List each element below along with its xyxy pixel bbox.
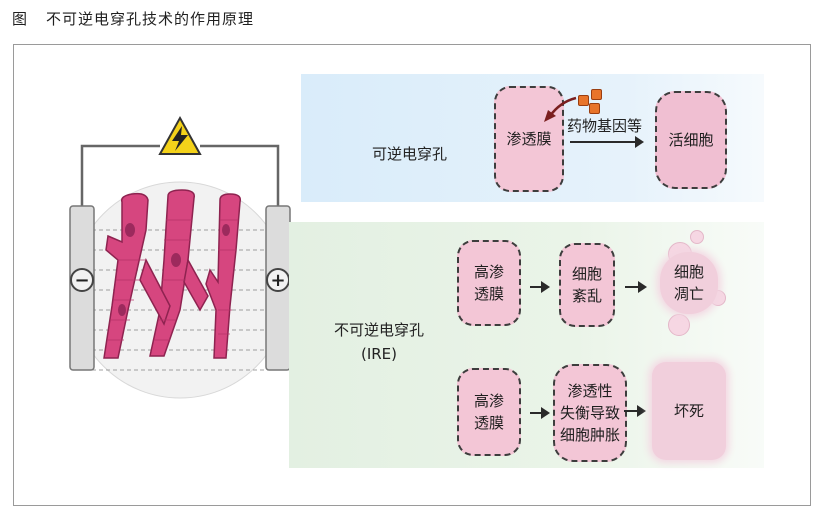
row2-step2-line2: 失衡导致 (559, 404, 620, 422)
row2-step2-line3: 细胞肿胀 (559, 426, 620, 444)
row1-step2-line2: 紊乱 (571, 287, 602, 305)
membrane-cell: 渗透膜 (494, 86, 564, 192)
muscle-nuclei (118, 223, 230, 316)
row1-apoptosis-cell: 细胞 凋亡 (660, 252, 718, 314)
row2-step1-line2: 透膜 (473, 414, 504, 432)
apoptosis-bubble (668, 314, 690, 336)
row2-permeable-membrane-cell: 高渗 透膜 (457, 368, 521, 456)
irreversible-label-line1: 不可逆电穿孔 (334, 321, 425, 339)
row1-step2-line1: 细胞 (571, 265, 602, 283)
negative-sign: − (74, 270, 89, 291)
lightning-warning-icon (158, 115, 202, 155)
figure-label: 图 (12, 10, 29, 28)
row1-arrow1 (530, 281, 550, 293)
positive-sign: + (270, 270, 285, 291)
drug-gene-label: 药物基因等 (567, 117, 643, 135)
irreversible-label-line2: (IRE) (360, 345, 398, 363)
figure-frame (13, 44, 811, 506)
row1-permeable-membrane-cell: 高渗 透膜 (457, 240, 521, 326)
row1-step1-line1: 高渗 (473, 263, 504, 281)
row2-arrow1 (530, 407, 550, 419)
row1-step3-line1: 细胞 (673, 263, 704, 281)
living-cell: 活细胞 (655, 91, 727, 189)
row2-step1-line1: 高渗 (473, 392, 504, 410)
irreversible-label: 不可逆电穿孔 (IRE) (334, 318, 424, 366)
figure-caption: 图不可逆电穿孔技术的作用原理 (12, 8, 254, 29)
reversible-arrow (570, 136, 644, 148)
row1-step3-line2: 凋亡 (673, 285, 704, 303)
wire-left (80, 144, 160, 206)
apoptosis-bubble (690, 230, 704, 244)
reversible-label: 可逆电穿孔 (372, 145, 448, 163)
muscle-striations (108, 219, 238, 341)
row2-swelling-cell: 渗透性 失衡导致 细胞肿胀 (553, 364, 627, 462)
row1-disorder-cell: 细胞 紊乱 (559, 243, 615, 327)
figure-title: 不可逆电穿孔技术的作用原理 (46, 10, 255, 28)
row2-step2-line1: 渗透性 (567, 382, 613, 400)
muscle-fibers (103, 189, 242, 359)
row1-arrow2 (625, 281, 647, 293)
wire-right (200, 144, 280, 206)
row1-step1-line2: 透膜 (473, 285, 504, 303)
electroporation-illustration: − + (69, 115, 291, 399)
row2-necrosis-cell: 坏死 (652, 362, 726, 460)
drug-entry-arrow (544, 96, 577, 122)
row2-arrow2 (624, 405, 646, 417)
